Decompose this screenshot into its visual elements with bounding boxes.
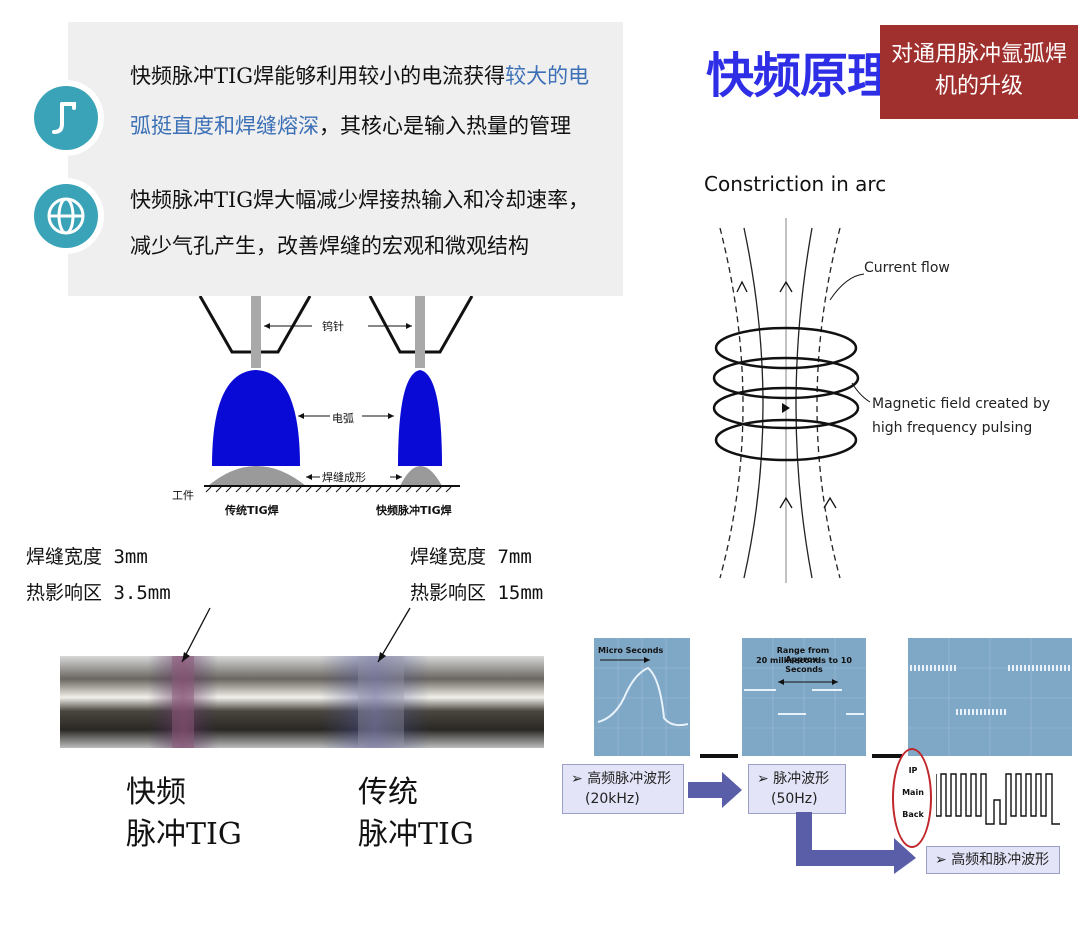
welded-pipe-photo (60, 607, 544, 748)
workpiece-label: 工件 (172, 489, 194, 502)
label-line-2: 脉冲TIG (358, 817, 474, 852)
oscilloscope-pulse (742, 638, 866, 756)
combined-square-wave (936, 773, 1060, 825)
magnetic-field-label-2: high frequency pulsing (872, 420, 1033, 436)
arc-comparison-diagram (198, 296, 474, 493)
badge-line-2: 机的升级 (934, 74, 1023, 99)
label-line-1: 传统 (358, 775, 418, 810)
info-panel (68, 22, 623, 296)
haz-value: 15mm (497, 582, 544, 604)
fast-pulse-tig-label: 快频 脉冲TIG (126, 772, 242, 856)
weld-width-value: 3mm (113, 546, 148, 568)
constriction-title: Constriction in arc (704, 172, 887, 196)
high-frequency-waveform-box: ➢ 高频脉冲波形 (20kHz) (562, 764, 684, 814)
label-line-1: 快频 (126, 775, 186, 810)
weld-width-label: 焊缝宽度 (26, 546, 103, 568)
ip-label: IP (908, 766, 918, 775)
left-bead (208, 466, 306, 486)
welding-torch-icon (34, 86, 98, 150)
info-text: 快频脉冲TIG焊能够利用较小的电流获得 (130, 64, 506, 88)
info-highlight: 弧挺直度和焊缝熔深 (130, 114, 319, 138)
haz-label: 热影响区 (26, 582, 103, 604)
info-line-4: 减少气孔产生，改善焊缝的宏观和微观结构 (130, 234, 529, 258)
bead-label: 焊缝成形 (322, 471, 366, 484)
left-weld-width: 焊缝宽度 3mm (26, 542, 148, 569)
box1-line-1: ➢ 高频脉冲波形 (571, 769, 675, 789)
fast-pulse-tig-caption: 快频脉冲TIG焊 (376, 504, 452, 517)
oscilloscope-combined (908, 638, 1072, 756)
level-labels-highlight (892, 748, 932, 848)
range-label-2: 20 milliseconds to 10 Seconds (756, 656, 852, 674)
workpiece-hatch (205, 485, 453, 493)
pulse-waveform-box: ➢ 脉冲波形 (50Hz) (748, 764, 846, 814)
right-arrow-icon (688, 772, 742, 808)
right-arc (398, 370, 442, 466)
bullet-icon: ➢ (935, 852, 947, 868)
main-label: Main (902, 788, 924, 797)
box3-title: 高频和脉冲波形 (951, 852, 1050, 868)
magnetic-field-label-1: Magnetic field created by (872, 396, 1051, 412)
box2-title: 脉冲波形 (773, 771, 830, 787)
right-weld-width: 焊缝宽度 7mm (410, 542, 532, 569)
left-arc (212, 370, 300, 466)
traditional-tig-caption: 传统TIG焊 (225, 504, 279, 517)
down-right-arrow-icon (796, 812, 916, 874)
box1-title: 高频脉冲波形 (587, 771, 672, 787)
right-tungsten (415, 296, 425, 368)
box2-line-2: (50Hz) (771, 791, 818, 807)
current-flow-label: Current flow (864, 260, 950, 276)
globe-icon (34, 184, 98, 248)
combined-waveform-box: ➢ 高频和脉冲波形 (926, 846, 1060, 874)
box2-line-1: ➢ 脉冲波形 (757, 769, 837, 789)
connector-bar (700, 754, 738, 758)
label-line-2: 脉冲TIG (126, 817, 242, 852)
info-highlight: 较大的电 (505, 64, 590, 88)
tungsten-label: 钨针 (322, 320, 344, 333)
info-line-1: 快频脉冲TIG焊能够利用较小的电流获得较大的电 (130, 62, 589, 90)
right-bead (400, 466, 442, 486)
left-tungsten (251, 296, 261, 368)
page-title: 快频原理 (706, 48, 895, 104)
bullet-icon: ➢ (571, 771, 583, 787)
upgrade-badge: 对通用脉冲氩弧焊 机的升级 (880, 25, 1078, 119)
info-line-2: 弧挺直度和焊缝熔深，其核心是输入热量的管理 (130, 112, 571, 140)
range-label-1: Range from Approx. (776, 646, 830, 664)
weld-width-label: 焊缝宽度 (410, 546, 487, 568)
badge-line-1: 对通用脉冲氩弧焊 (890, 42, 1067, 67)
right-haz: 热影响区 15mm (410, 578, 543, 605)
traditional-pulse-tig-label: 传统 脉冲TIG (358, 772, 474, 856)
constriction-diagram (712, 218, 871, 583)
info-line-3: 快频脉冲TIG焊大幅减少焊接热输入和冷却速率， (130, 188, 590, 212)
back-label: Back (902, 810, 924, 819)
oscilloscope-high-frequency (594, 638, 690, 756)
left-haz: 热影响区 3.5mm (26, 578, 171, 605)
weld-width-value: 7mm (497, 546, 532, 568)
info-text: ，其核心是输入热量的管理 (319, 114, 571, 138)
connector-bar (872, 754, 902, 758)
haz-value: 3.5mm (113, 582, 171, 604)
haz-label: 热影响区 (410, 582, 487, 604)
box1-line-2: (20kHz) (585, 791, 640, 807)
arc-label: 电弧 (332, 412, 354, 425)
bullet-icon: ➢ (757, 771, 769, 787)
micro-seconds-label: Micro Seconds (598, 646, 664, 655)
